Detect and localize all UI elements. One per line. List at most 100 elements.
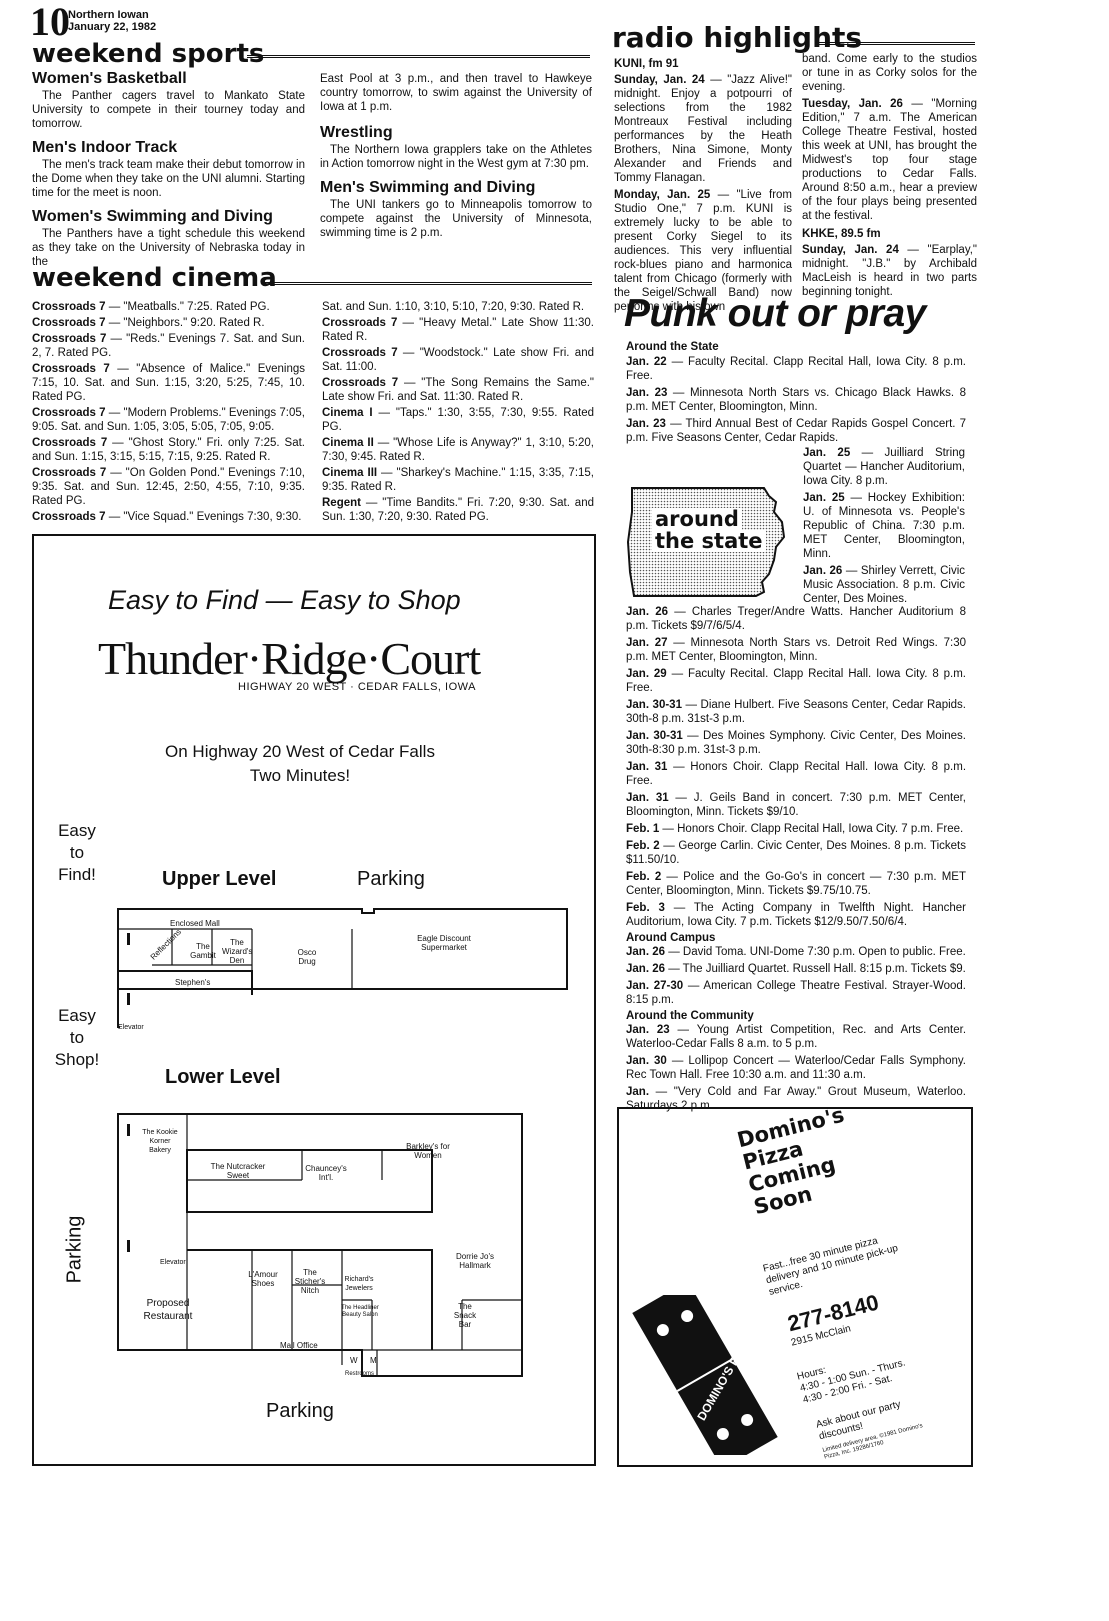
radio-listing: Sunday, Jan. 24 — "Jazz Alive!" midnight…: [614, 73, 792, 185]
event: Jan. — "Very Cold and Far Away." Grout M…: [626, 1085, 966, 1113]
radio-date: Sunday, Jan. 24: [802, 244, 899, 256]
event-date: Jan. 26: [626, 963, 665, 975]
event: Jan. 26 — The Juilliard Quartet. Russell…: [626, 962, 966, 976]
event: Feb. 1 — Honors Choir. Clapp Recital Hal…: [626, 822, 966, 836]
plan-label: The Gambit: [190, 942, 216, 960]
event: Jan. 23 — Minnesota North Stars vs. Chic…: [626, 386, 966, 414]
sports-col-1: Women's Basketball The Panther cagers tr…: [32, 66, 305, 269]
cinema-listing: Crossroads 7 — "Heavy Metal." Late Show …: [322, 316, 594, 344]
cinema-listing: Crossroads 7 — "Meatballs." 7:25. Rated …: [32, 300, 305, 314]
sports-title: Men's Indoor Track: [32, 139, 178, 156]
event-text: — American College Theatre Festival. Str…: [626, 980, 966, 1006]
event: Feb. 2 — Police and the Go-Go's in conce…: [626, 870, 966, 898]
event-date: Jan. 23: [626, 1024, 670, 1036]
event-date: Jan. 25: [803, 447, 851, 459]
event-date: Jan. 26: [626, 606, 669, 618]
plan-label: Elevator: [160, 1259, 186, 1266]
punk-heading: Punk out or pray: [624, 292, 926, 335]
cinema-venue: Crossroads 7: [32, 511, 106, 523]
cinema-text: — "Meatballs." 7:25. Rated PG.: [105, 301, 270, 313]
parking-label: Parking: [357, 868, 425, 890]
event: Jan. 27-30 — American College Theatre Fe…: [626, 979, 966, 1007]
event: Jan. 22 — Faculty Recital. Clapp Recital…: [626, 355, 966, 383]
event-text: — Minnesota North Stars vs. Detroit Red …: [626, 637, 967, 663]
cinema-listing: Cinema I — "Taps." 1:30, 3:55, 7:30, 9:5…: [322, 406, 594, 434]
event-text: — J. Geils Band in concert. 7:30 p.m. ME…: [626, 792, 966, 818]
radio-heading: radio highlights: [612, 21, 863, 54]
plan-label: Eagle Discount Supermarket: [417, 934, 471, 952]
plan-label: W: [350, 1356, 358, 1365]
event-text: — Third Annual Best of Cedar Rapids Gosp…: [626, 418, 967, 444]
plan-label: L'Amour Shoes: [248, 1270, 278, 1288]
event-text: — Lollipop Concert — Waterloo/Cedar Fall…: [626, 1055, 967, 1081]
sports-title: Women's Basketball: [32, 70, 187, 87]
radio-date: Monday, Jan. 25: [614, 189, 711, 201]
cinema-listing: Crossroads 7 — "Reds." Evenings 7. Sat. …: [32, 332, 305, 360]
cinema-listing: Cinema III — "Sharkey's Machine." 1:15, …: [322, 466, 594, 494]
cinema-listing: Crossroads 7 — "Neighbors." 9:20. Rated …: [32, 316, 305, 330]
cinema-listing: Crossroads 7 — "Ghost Story." Fri. only …: [32, 436, 305, 464]
event-text: — Diane Hulbert. Five Seasons Center, Ce…: [626, 699, 966, 725]
dominos-logo-icon: [632, 1295, 778, 1455]
campus-label: Around Campus: [626, 932, 716, 944]
plan-label: Barkley's for Women: [406, 1142, 450, 1160]
cinema-venue: Cinema III: [322, 467, 378, 479]
event-text: — Police and the Go-Go's in concert — 7:…: [626, 871, 966, 897]
cinema-venue: Cinema II: [322, 437, 374, 449]
sports-text: East Pool at 3 p.m., and then travel to …: [320, 73, 592, 113]
map-label: around the state: [652, 508, 766, 552]
ad-tagline-line: Two Minutes!: [249, 766, 351, 785]
plan-label: M: [370, 1356, 377, 1365]
event-date: Jan. 23: [626, 418, 666, 430]
event: Jan. 30-31 — Diane Hulbert. Five Seasons…: [626, 698, 966, 726]
cinema-rule: [265, 282, 592, 285]
upper-level-label: Upper Level: [162, 868, 277, 890]
cinema-text: — "Heavy Metal." Late Show 11:30. Rated …: [322, 317, 594, 343]
event: Feb. 3 — The Acting Company in Twelfth N…: [626, 901, 966, 929]
event: Jan. 23 — Third Annual Best of Cedar Rap…: [626, 417, 966, 445]
sports-text: The Panthers have a tight schedule this …: [32, 228, 305, 268]
easy-line: to: [69, 843, 85, 862]
event-text: — Young Artist Competition, Rec. and Art…: [626, 1024, 967, 1050]
sports-text: The men's track team make their debut to…: [32, 159, 305, 199]
cinema-listing: Crossroads 7 — "Woodstock." Late show Fr…: [322, 346, 594, 374]
sports-text: The Panther cagers travel to Mankato Sta…: [32, 90, 305, 130]
cinema-venue: Crossroads 7: [32, 437, 108, 449]
plan-label: Osco Drug: [297, 948, 317, 966]
cinema-venue: Crossroads 7: [322, 347, 398, 359]
event-date: Jan. 27: [626, 637, 668, 649]
upper-level-plan: [117, 908, 568, 1028]
radio-listing: Sunday, Jan. 24 — "Earplay," midnight. "…: [802, 243, 977, 299]
cinema-text: — "Reds." Evenings 7. Sat. and Sun. 2, 7…: [32, 333, 305, 359]
event: Jan. 26 — David Toma. UNI-Dome 7:30 p.m.…: [626, 945, 966, 959]
cinema-text: — "Modern Problems." Evenings 7:05, 9:05…: [32, 407, 305, 433]
issue-date: January 22, 1982: [68, 21, 157, 33]
event-text: — Faculty Recital. Clapp Recital Hall. I…: [626, 668, 966, 694]
event: Jan. 30 — Lollipop Concert — Waterloo/Ce…: [626, 1054, 966, 1082]
punk-events: Jan. 26 — Charles Treger/Andre Watts. Ha…: [626, 605, 966, 1116]
ad-address: HIGHWAY 20 WEST · CEDAR FALLS, IOWA: [238, 681, 476, 693]
event: Jan. 29 — Faculty Recital. Clapp Recital…: [626, 667, 966, 695]
cinema-text: — "Sharkey's Machine." 1:15, 3:35, 7:15,…: [322, 467, 594, 493]
ad-tagline: On Highway 20 West of Cedar Falls Two Mi…: [150, 740, 450, 788]
cinema-listing: Crossroads 7 — "On Golden Pond." Evening…: [32, 466, 305, 508]
event-text: — "Very Cold and Far Away." Grout Museum…: [626, 1086, 966, 1112]
cinema-venue: Crossroads 7: [322, 377, 399, 389]
event: Jan. 31 — J. Geils Band in concert. 7:30…: [626, 791, 966, 819]
plan-label: Restrooms: [345, 1371, 375, 1377]
cinema-venue: Cinema I: [322, 407, 373, 419]
radio-listing: Tuesday, Jan. 26 — "Morning Edition," 7 …: [802, 97, 977, 223]
cinema-text: — "Absence of Malice." Evenings 7:15, 10…: [32, 363, 306, 403]
sports-text: The UNI tankers go to Minneapolis tomorr…: [320, 199, 592, 239]
event-text: — Shirley Verrett, Civic Music Associati…: [803, 565, 966, 605]
cinema-venue: Crossroads 7: [32, 467, 107, 479]
cinema-venue: Crossroads 7: [32, 363, 110, 375]
cinema-text: — "Time Bandits." Fri. 7:20, 9:30. Sat. …: [322, 497, 594, 523]
plan-label: Richard's Jewelers: [344, 1276, 374, 1292]
plan-label: The Kookie Korner Bakery: [142, 1129, 178, 1154]
cinema-venue: Regent: [322, 497, 361, 509]
event-date: Jan.: [626, 1086, 650, 1098]
map-label-line: around: [652, 508, 742, 530]
sports-title: Men's Swimming and Diving: [320, 179, 536, 196]
sports-text: The Northern Iowa grapplers take on the …: [320, 144, 592, 170]
